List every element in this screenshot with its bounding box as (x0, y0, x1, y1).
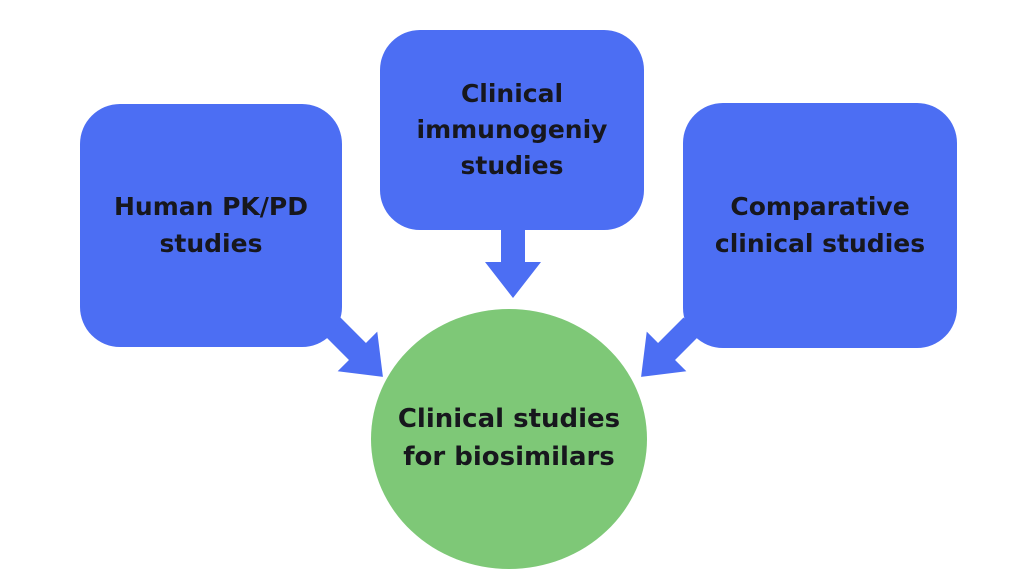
node-label-line: studies (159, 228, 263, 258)
down-arrow-icon (485, 226, 541, 298)
node-label-line: immunogeniy (416, 114, 608, 144)
node-label-line: Clinical (460, 78, 564, 108)
node-label-line: studies (460, 151, 564, 181)
node-label-line: for biosimilars (403, 442, 615, 472)
node-clinical-immunogenicity-studies: Clinical immunogeniy studies (380, 30, 644, 230)
node-label-line: Clinical studies (397, 404, 621, 435)
node-human-pk-pd-studies: Human PK/PD studies (80, 104, 342, 347)
node-clinical-studies-for-biosimilars: Clinical studies for biosimilars (371, 309, 647, 569)
node-label-line: Human PK/PD (113, 192, 309, 222)
node-comparative-clinical-studies: Comparative clinical studies (683, 103, 957, 348)
node-label-line: clinical studies (714, 228, 926, 258)
node-label-line: Comparative (730, 192, 910, 222)
